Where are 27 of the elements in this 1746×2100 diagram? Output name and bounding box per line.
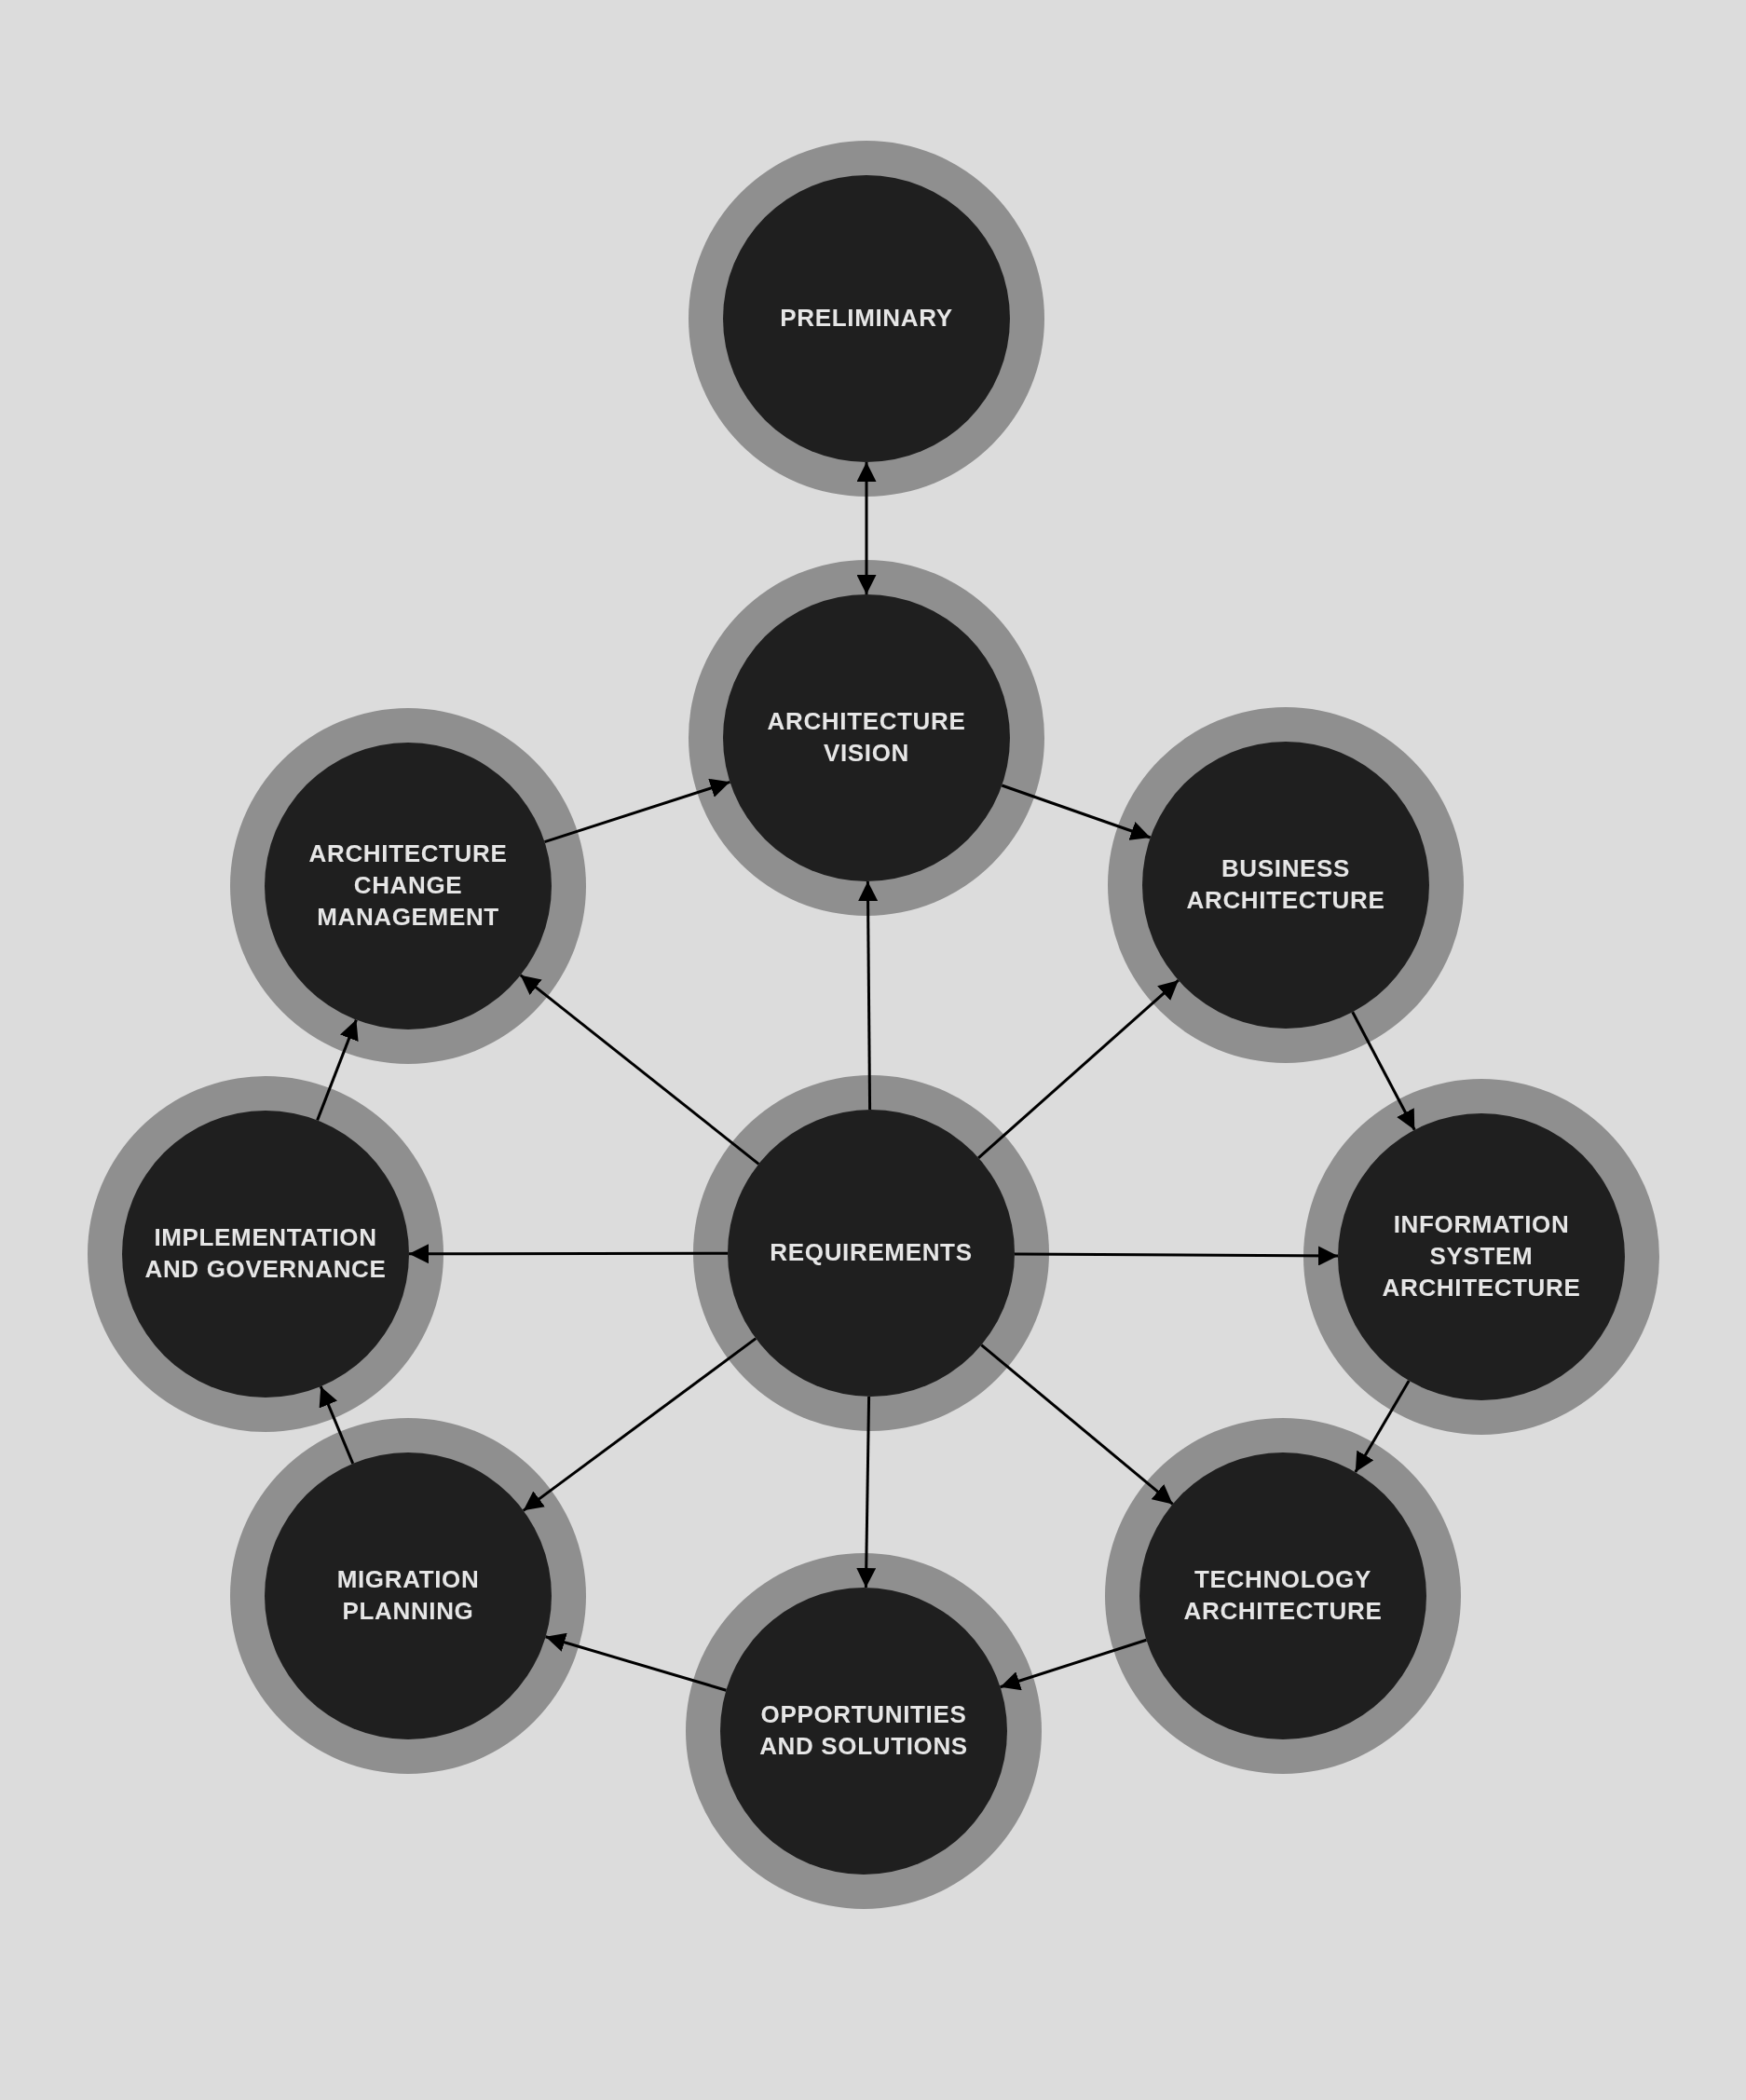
phase-label: INFORMATION SYSTEM ARCHITECTURE	[1381, 1209, 1582, 1303]
arrow	[319, 1385, 355, 1465]
phase-label: ARCHITECTURE CHANGE MANAGEMENT	[307, 839, 509, 933]
arrow	[980, 1343, 1174, 1506]
arrow	[522, 1337, 757, 1512]
arrow	[858, 880, 879, 1111]
phase-label: REQUIREMENTS	[770, 1237, 973, 1269]
arrow	[1001, 784, 1152, 840]
arrow	[545, 1632, 727, 1692]
phase-label: TECHNOLOGY ARCHITECTURE	[1182, 1564, 1384, 1627]
arrow	[1015, 1246, 1338, 1266]
arrow	[856, 462, 877, 594]
arrow	[1354, 1380, 1411, 1473]
phase-label: PRELIMINARY	[780, 303, 953, 334]
phase-label: ARCHITECTURE VISION	[766, 706, 967, 769]
arrow	[1351, 1011, 1416, 1131]
phase-label: OPPORTUNITIES AND SOLUTIONS	[758, 1699, 969, 1762]
arrow	[856, 1396, 877, 1589]
phase-label: IMPLEMENTATION AND GOVERNANCE	[143, 1222, 388, 1285]
arrow	[409, 1244, 728, 1264]
phase-label: BUSINESS ARCHITECTURE	[1185, 853, 1386, 916]
arrow	[1000, 1638, 1147, 1691]
arrow	[977, 979, 1180, 1159]
arrow	[519, 974, 760, 1166]
arrow	[544, 778, 730, 844]
arrow	[316, 1019, 359, 1121]
phase-label: MIGRATION PLANNING	[335, 1564, 481, 1627]
